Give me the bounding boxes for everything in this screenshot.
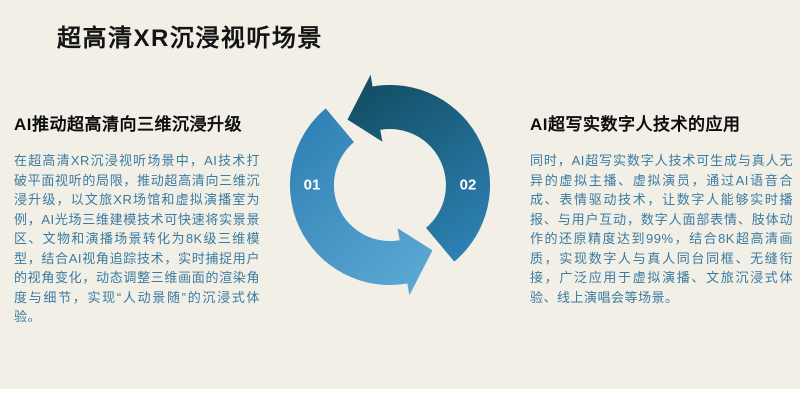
cycle-arrow-top — [347, 74, 491, 262]
section-left: AI推动超高清向三维沉浸升级 在超高清XR沉浸视听场景中，AI技术打破平面视听的… — [14, 110, 260, 327]
section-left-heading: AI推动超高清向三维沉浸升级 — [14, 115, 242, 134]
step-label-02: 02 — [460, 177, 477, 194]
section-right-body: 同时，AI超写实数字人技术可生成与真人无异的虚拟主播、虚拟演员，通过AI语音合成… — [530, 153, 793, 305]
section-right-heading: AI超写实数字人技术的应用 — [530, 115, 741, 134]
bottom-strip — [0, 389, 800, 402]
page-title: 超高清XR沉浸视听场景 — [57, 25, 323, 52]
step-label-01: 01 — [304, 177, 321, 194]
cycle-arrow-bottom — [289, 108, 433, 296]
section-left-body: 在超高清XR沉浸视听场景中，AI技术打破平面视听的局限，推动超高清向三维沉浸升级… — [14, 153, 260, 324]
section-right: AI超写实数字人技术的应用 同时，AI超写实数字人技术可生成与真人无异的虚拟主播… — [530, 110, 793, 307]
cycle-diagram: 01 02 — [289, 74, 491, 296]
